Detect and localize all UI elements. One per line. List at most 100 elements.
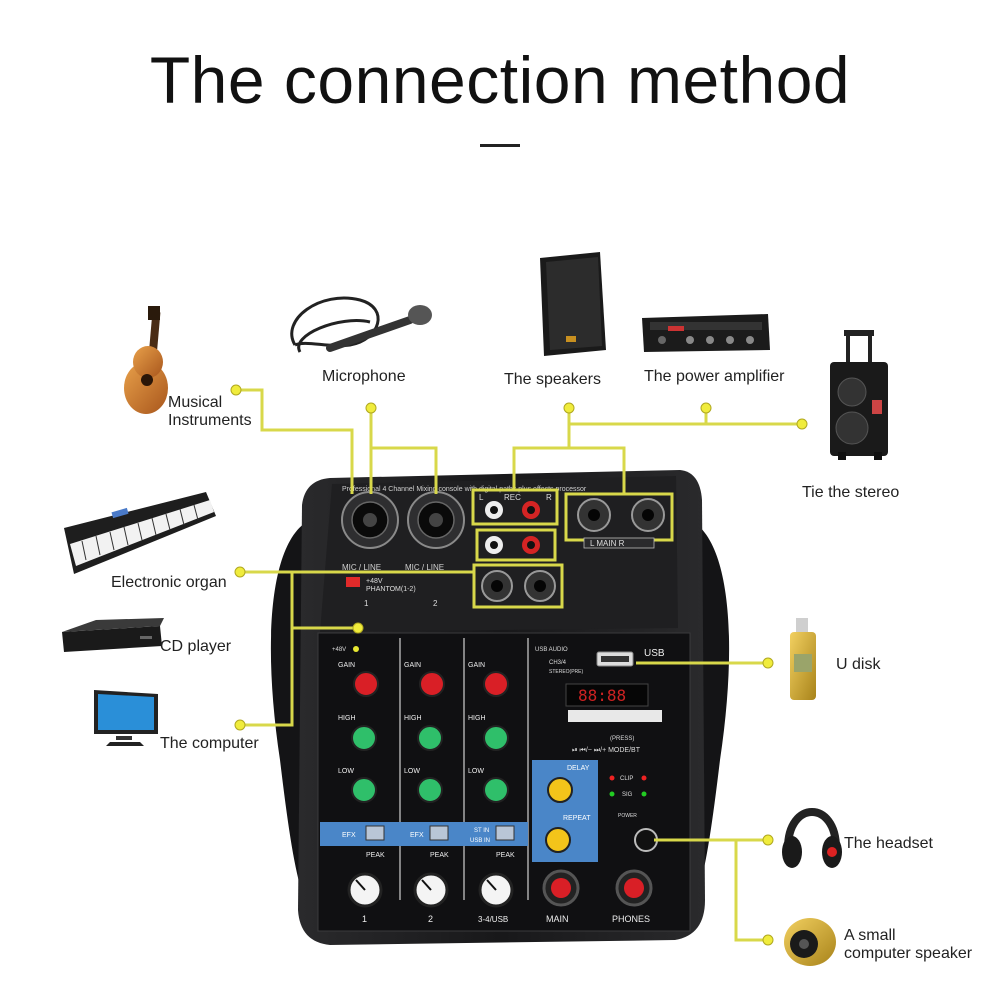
delay-knob[interactable] xyxy=(547,777,573,803)
main-out-jack-right[interactable] xyxy=(631,498,665,532)
small-speaker-label-2: computer speaker xyxy=(844,945,973,962)
led-display xyxy=(565,683,649,707)
high-knob-2[interactable] xyxy=(417,725,443,751)
musical-instruments-label-2: Instruments xyxy=(168,412,252,429)
headphones-icon xyxy=(782,808,842,868)
phantom-label-1: +48V xyxy=(366,578,383,585)
low-label-1: LOW xyxy=(338,768,354,775)
keyboard-icon xyxy=(64,492,216,574)
phones-jack[interactable] xyxy=(634,828,658,852)
microphone-icon xyxy=(290,296,432,353)
phones-label: PHONES xyxy=(612,914,650,924)
level-knob-1[interactable] xyxy=(347,872,383,908)
line-in-jack-right[interactable] xyxy=(524,570,556,602)
electronic-organ-label: Electronic organ xyxy=(111,574,227,591)
low-knob-2[interactable] xyxy=(417,777,443,803)
peak-label-3: PEAK xyxy=(496,852,515,859)
usb-in-label: USB IN xyxy=(470,838,490,844)
efx-button-1[interactable] xyxy=(365,825,385,841)
rec-rca-left[interactable] xyxy=(485,501,503,519)
high-label-2: HIGH xyxy=(404,715,422,722)
line-rca-left[interactable] xyxy=(485,536,503,554)
high-label-3: HIGH xyxy=(468,715,486,722)
clip-label: CLIP xyxy=(620,776,633,782)
xlr-jack-2[interactable] xyxy=(407,491,465,549)
usb-audio-label: USB AUDIO xyxy=(535,647,568,653)
small-speaker-label-1: A small xyxy=(844,927,896,944)
connector-lines xyxy=(236,388,800,942)
gain-knob-3[interactable] xyxy=(483,671,509,697)
connector-dots xyxy=(230,384,808,946)
high-knob-3[interactable] xyxy=(483,725,509,751)
microphone-label: Microphone xyxy=(322,368,406,385)
gain-knob-1[interactable] xyxy=(353,671,379,697)
ch34-label: CH3/4 xyxy=(549,660,567,666)
main-knob[interactable] xyxy=(542,869,580,907)
line-rca-highlight-box xyxy=(475,528,557,562)
main-out-jack-left[interactable] xyxy=(577,498,611,532)
gain-label-2: GAIN xyxy=(404,662,421,669)
small-speaker-icon xyxy=(784,918,836,966)
cd-player-icon xyxy=(62,618,164,652)
channel-strip-1: GAIN HIGH LOW xyxy=(338,662,379,803)
efx-button-2[interactable] xyxy=(429,825,449,841)
rec-label: REC xyxy=(504,493,521,502)
musical-instruments-label-1: Musical xyxy=(168,394,223,411)
mic-line-label-2: MIC / LINE xyxy=(405,563,444,572)
low-knob-3[interactable] xyxy=(483,777,509,803)
stereo-label: Tie the stereo xyxy=(802,484,900,501)
main-lr-label: L MAIN R xyxy=(590,539,625,548)
speakers-label: The speakers xyxy=(504,371,601,388)
high-knob-1[interactable] xyxy=(351,725,377,751)
mic-line-label-1: MIC / LINE xyxy=(342,563,381,572)
channel-strip-2: GAIN HIGH LOW xyxy=(404,662,445,803)
page-title: The connection method xyxy=(149,43,851,117)
st-in-label: ST IN xyxy=(474,828,489,834)
efx-panel xyxy=(320,822,528,846)
bt-strip xyxy=(568,710,662,722)
headset-label: The headset xyxy=(844,835,933,852)
gain-label-3: GAIN xyxy=(468,662,485,669)
u-disk-label: U disk xyxy=(836,656,881,673)
high-label-1: HIGH xyxy=(338,715,356,722)
title-divider xyxy=(480,144,520,147)
mixer: Professional 4 Channel Mixing console wi… xyxy=(270,470,730,945)
delay-label: DELAY xyxy=(567,765,590,772)
power-amplifier-label: The power amplifier xyxy=(644,368,785,385)
usb-disk-icon xyxy=(790,618,816,700)
low-knob-1[interactable] xyxy=(351,777,377,803)
trolley-speaker-icon xyxy=(830,330,888,460)
rec-l-label: L xyxy=(479,493,484,502)
main-label: MAIN xyxy=(546,914,569,924)
st-usb-button[interactable] xyxy=(495,825,515,841)
fader-label-1: 1 xyxy=(362,914,367,924)
power-amplifier-icon xyxy=(642,314,770,352)
gain-knob-2[interactable] xyxy=(419,671,445,697)
repeat-label: REPEAT xyxy=(563,815,591,822)
peak-label-1: PEAK xyxy=(366,852,385,859)
efx-label-1: EFX xyxy=(342,832,356,839)
level-knob-34[interactable] xyxy=(478,872,514,908)
led-display-digits: 88:88 xyxy=(578,686,626,705)
mixer-top-strip: Professional 4 Channel Mixing console wi… xyxy=(342,486,587,493)
computer-icon xyxy=(94,690,158,746)
xlr-jack-1[interactable] xyxy=(341,491,399,549)
line-rca-right[interactable] xyxy=(522,536,540,554)
rec-rca-right[interactable] xyxy=(522,501,540,519)
repeat-knob[interactable] xyxy=(545,827,571,853)
guitar-icon xyxy=(124,306,168,414)
low-label-2: LOW xyxy=(404,768,420,775)
sig-label: SIG xyxy=(622,792,633,798)
peak-label-2: PEAK xyxy=(430,852,449,859)
line-in-highlight-box xyxy=(472,563,564,609)
line-in-jack-left[interactable] xyxy=(481,570,513,602)
computer-label: The computer xyxy=(160,735,259,752)
level-knob-2[interactable] xyxy=(413,872,449,908)
phones-knob[interactable] xyxy=(615,869,653,907)
phantom-switch[interactable] xyxy=(346,577,360,587)
speaker-cabinet-icon xyxy=(540,252,606,356)
low-label-3: LOW xyxy=(468,768,484,775)
transport-controls[interactable]: ⏯ ⏮/− ⏭/+ MODE/BT xyxy=(572,747,641,754)
